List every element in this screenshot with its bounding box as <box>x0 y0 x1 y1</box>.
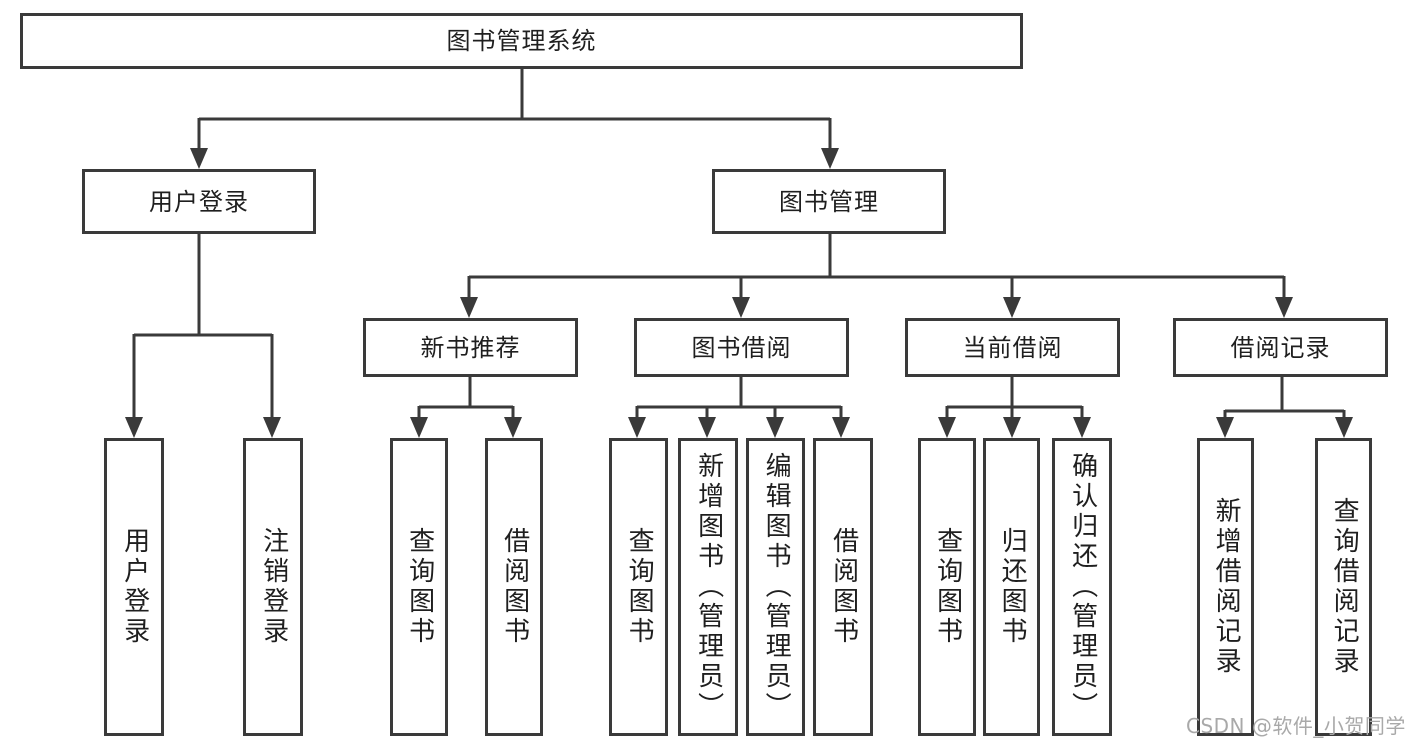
arrowhead <box>125 417 143 438</box>
node-current-borrowing: 当前借阅 <box>905 318 1120 377</box>
node-borrowing-records: 借阅记录 <box>1173 318 1388 377</box>
arrowhead <box>938 417 956 438</box>
node-root-label: 图书管理系统 <box>446 27 597 55</box>
connector-book-management-children <box>467 234 1286 300</box>
arrowhead <box>832 417 850 438</box>
node-leaf-query-borrow-record: 查询借阅记录 <box>1315 438 1372 736</box>
node-new-book-recommendation: 新书推荐 <box>363 318 578 377</box>
node-new-book-recommendation-label: 新书推荐 <box>420 333 521 362</box>
connector-new-book-children <box>417 377 515 420</box>
node-leaf-edit-books-admin: 编辑图书（管理员） <box>746 438 805 736</box>
connector-borrow-records-children <box>1223 377 1346 420</box>
node-book-borrowing: 图书借阅 <box>634 318 849 377</box>
node-leaf-confirm-return-admin: 确认归还（管理员） <box>1052 438 1112 736</box>
node-leaf-logout: 注销登录 <box>243 438 303 736</box>
arrowhead <box>190 148 208 169</box>
arrowhead <box>263 417 281 438</box>
node-leaf-user-login: 用户登录 <box>104 438 164 736</box>
arrowhead <box>1003 417 1021 438</box>
node-leaf-query-books-current: 查询图书 <box>918 438 976 736</box>
node-book-management-label: 图书管理 <box>779 187 879 216</box>
node-book-management: 图书管理 <box>712 169 946 234</box>
arrowhead <box>410 417 428 438</box>
node-leaf-add-books-admin: 新增图书（管理员） <box>678 438 738 736</box>
connector-root-to-level2 <box>197 69 832 150</box>
node-borrowing-records-label: 借阅记录 <box>1230 333 1331 362</box>
node-user-login: 用户登录 <box>82 169 316 234</box>
arrowhead <box>1275 297 1293 318</box>
connector-user-login-children <box>132 234 274 420</box>
arrowhead <box>766 417 784 438</box>
arrowhead <box>1073 417 1091 438</box>
node-leaf-query-books-borrow: 查询图书 <box>609 438 668 736</box>
arrowhead <box>821 148 839 169</box>
arrowhead <box>1003 297 1021 318</box>
node-current-borrowing-label: 当前借阅 <box>962 333 1063 362</box>
arrowhead <box>460 297 478 318</box>
arrowhead <box>698 417 716 438</box>
node-leaf-add-borrow-record: 新增借阅记录 <box>1197 438 1254 736</box>
arrowhead <box>1335 417 1353 438</box>
connector-current-borrow-children <box>945 377 1084 420</box>
arrowhead <box>504 417 522 438</box>
node-leaf-return-books: 归还图书 <box>983 438 1040 736</box>
node-leaf-query-books-recommend: 查询图书 <box>390 438 448 736</box>
node-user-login-label: 用户登录 <box>149 187 249 216</box>
node-root: 图书管理系统 <box>20 13 1023 69</box>
csdn-watermark: CSDN @软件_小贺同学 <box>1186 714 1405 738</box>
arrowhead <box>732 297 750 318</box>
node-book-borrowing-label: 图书借阅 <box>691 333 792 362</box>
arrowhead <box>1216 417 1234 438</box>
connector-book-borrow-children <box>635 377 843 420</box>
arrowhead <box>628 417 646 438</box>
node-leaf-borrow-books: 借阅图书 <box>813 438 873 736</box>
node-leaf-borrow-books-recommend: 借阅图书 <box>485 438 543 736</box>
